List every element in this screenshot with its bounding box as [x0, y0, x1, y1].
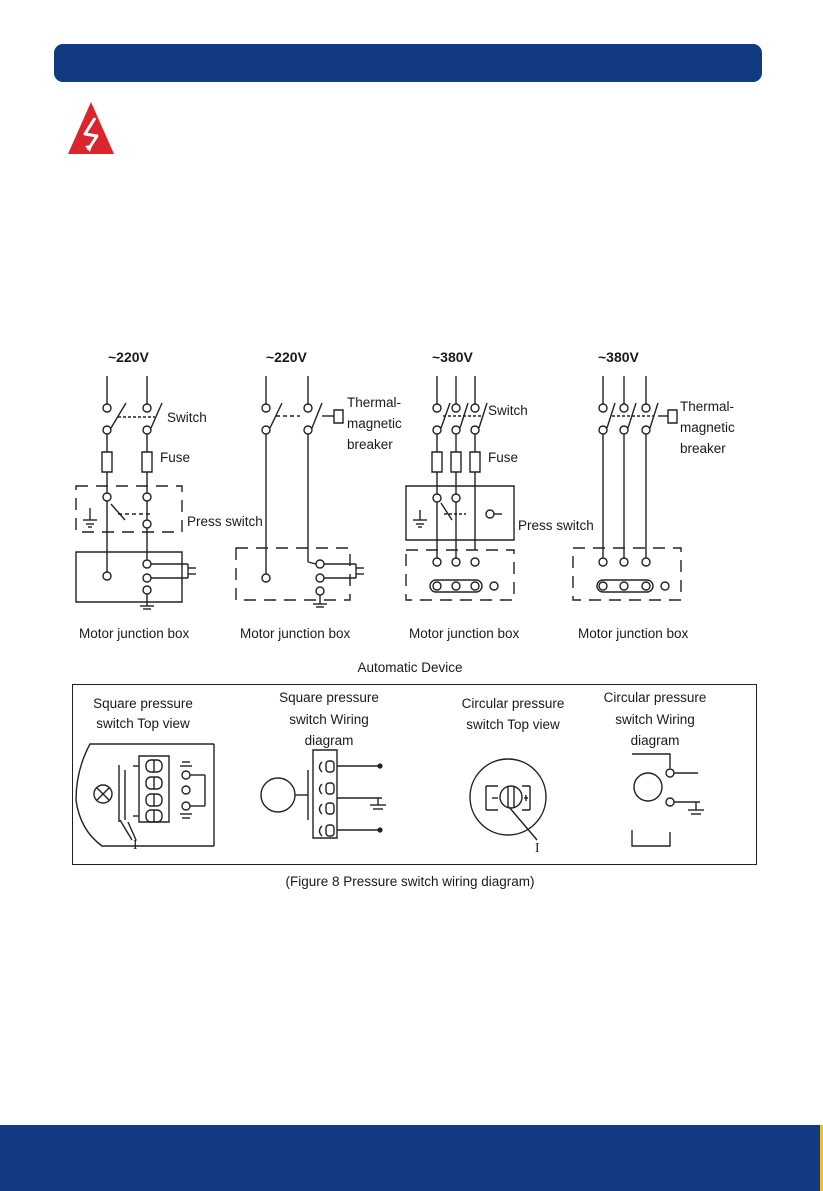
circular-switch-wiring-drawing [632, 754, 704, 846]
circuit-1-fuse-label: Fuse [160, 450, 191, 465]
circuit-4-breaker-label-1: Thermal- [680, 399, 735, 414]
circuit-1-junction-label: Motor junction box [79, 626, 190, 641]
electric-shock-warning-icon [68, 102, 114, 154]
circuit-3-fuse-label: Fuse [488, 450, 519, 465]
circuit-2-breaker-label-3: breaker [347, 437, 393, 452]
panel-2-title-line-3: diagram [304, 733, 354, 748]
square-switch-wiring-drawing [261, 750, 386, 838]
circuit-2-breaker-label-2: magnetic [347, 416, 402, 431]
circuit-2-voltage: ~220V [266, 349, 307, 365]
circuit-4-junction-label: Motor junction box [578, 626, 689, 641]
circuit-1-switch-label: Switch [167, 410, 207, 425]
footer-edge [820, 1125, 823, 1191]
panel-4-title-line-3: diagram [630, 733, 680, 748]
circuit-2-junction-label: Motor junction box [240, 626, 351, 641]
circuit-1-voltage: ~220V [108, 349, 149, 365]
panel-4-title-line-2: switch Wiring [615, 712, 695, 727]
panel-4-title-line-1: Circular pressure [603, 690, 707, 705]
circuit-1-press-switch-label: Press switch [187, 514, 263, 529]
circuit-4-voltage: ~380V [598, 349, 639, 365]
figure-caption: (Figure 8 Pressure switch wiring diagram… [285, 874, 535, 889]
panel-3-title-line-2: switch Top view [466, 717, 560, 732]
panel-3-marker: I [535, 840, 540, 855]
square-switch-top-view-drawing [76, 744, 214, 846]
panel-1-marker: I [133, 837, 138, 852]
panel-1-title-line-1: Square pressure [93, 696, 193, 711]
automatic-device-title: Automatic Device [357, 660, 463, 675]
circuit-2-breaker-label-1: Thermal- [347, 395, 402, 410]
circuit-1-drawing [76, 376, 196, 609]
circuit-2-drawing [236, 376, 364, 607]
circuit-4-breaker-label-3: breaker [680, 441, 726, 456]
circuit-3-voltage: ~380V [432, 349, 473, 365]
circuit-3-press-switch-label: Press switch [518, 518, 594, 533]
panel-2-title-line-1: Square pressure [279, 690, 379, 705]
circuit-3-drawing [406, 376, 514, 600]
circular-switch-top-view-drawing [470, 759, 546, 840]
panel-1-title-line-2: switch Top view [96, 716, 190, 731]
circuit-4-breaker-label-2: magnetic [680, 420, 735, 435]
circuit-3-junction-label: Motor junction box [409, 626, 520, 641]
footer-bar [0, 1125, 823, 1191]
header-bar [54, 44, 762, 82]
circuit-4-drawing [573, 376, 681, 600]
circuit-3-switch-label: Switch [488, 403, 528, 418]
panel-2-title-line-2: switch Wiring [289, 712, 369, 727]
panel-3-title-line-1: Circular pressure [461, 696, 565, 711]
automatic-device-box [72, 684, 757, 865]
